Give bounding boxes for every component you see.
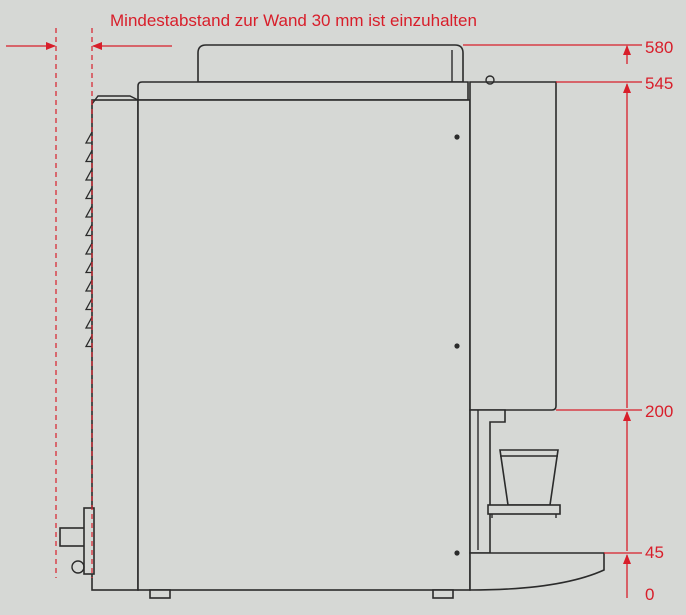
vent-fin [84, 131, 93, 144]
rear-vents [84, 131, 93, 348]
vent-fin [84, 150, 93, 163]
machine-outline [59, 44, 605, 599]
back-panel [91, 99, 139, 591]
vent-fin [84, 242, 93, 255]
front-housing [469, 81, 557, 411]
dimension-label-45: 45 [645, 543, 664, 562]
screw [454, 134, 460, 140]
top-lid [197, 44, 464, 83]
vent-fin [84, 224, 93, 237]
dimension-label-200: 200 [645, 402, 673, 421]
vent-fin [84, 168, 93, 181]
vent-fin [84, 335, 93, 348]
clearance-note: Mindestabstand zur Wand 30 mm ist einzuh… [110, 11, 477, 30]
vent-fin [84, 316, 93, 329]
vent-fin [84, 205, 93, 218]
spout-column [469, 409, 506, 554]
screw [454, 550, 460, 556]
cup-tray [487, 504, 561, 515]
vent-fin [84, 187, 93, 200]
screw [454, 343, 460, 349]
vent-fin [84, 279, 93, 292]
vent-fin [84, 298, 93, 311]
drip-tray [469, 552, 605, 591]
dimension-label-580: 580 [645, 38, 673, 57]
vent-fin [84, 261, 93, 274]
top-rim [137, 81, 469, 101]
foot [432, 589, 454, 599]
water-connector [59, 507, 95, 575]
dimension-lines [6, 28, 642, 598]
main-body [137, 99, 471, 591]
cup [499, 449, 559, 506]
foot [149, 589, 171, 599]
dimension-label-545: 545 [645, 74, 673, 93]
dimension-label-0: 0 [645, 585, 654, 604]
